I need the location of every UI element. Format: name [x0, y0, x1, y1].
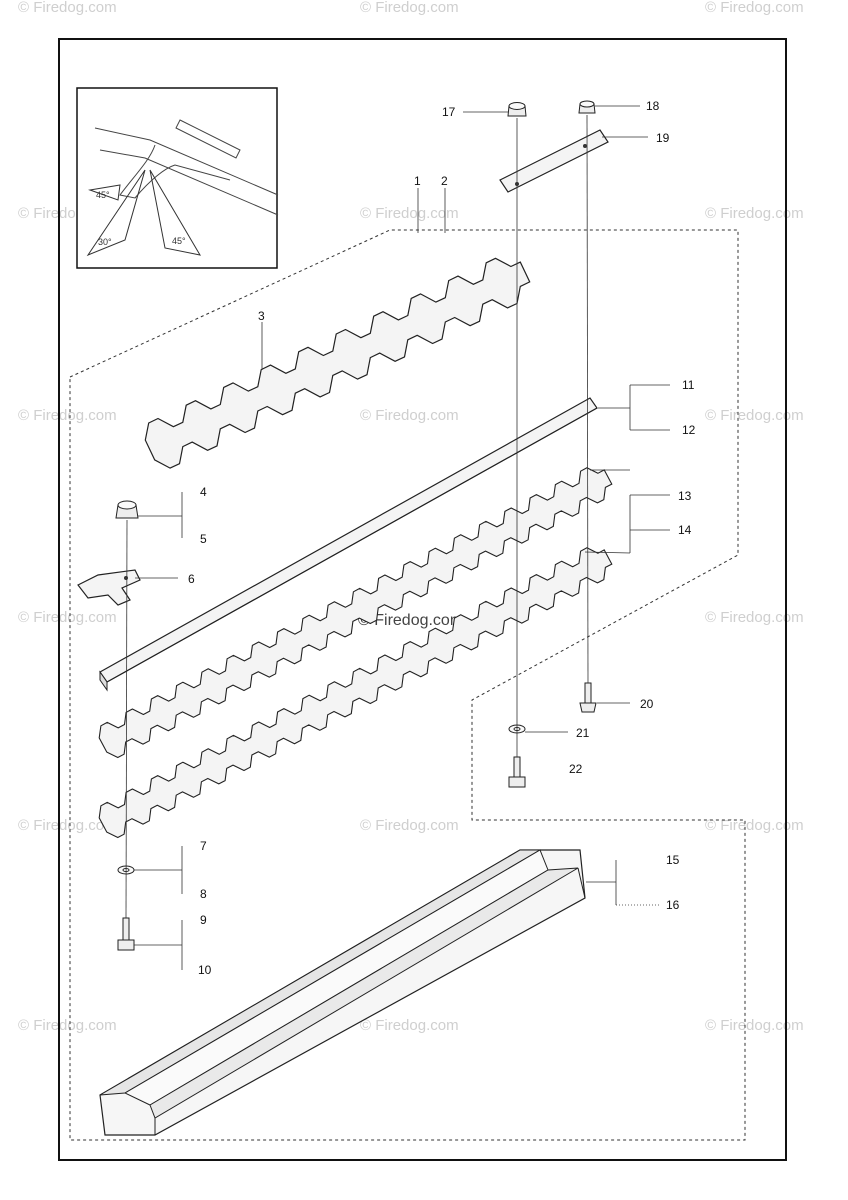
- assembly-lines: [125, 114, 589, 919]
- upper-blade: [144, 257, 531, 469]
- callout-7: 7: [200, 839, 207, 853]
- bracket: [77, 569, 141, 606]
- callout-labels: 17 18 19 1 2 3 11 12 13 14 4 5 6 7 8 9 1…: [188, 99, 696, 977]
- angle-label: 45°: [172, 236, 186, 246]
- watermark: © Firedog.com: [360, 0, 459, 16]
- callout-20: 20: [640, 697, 654, 711]
- watermark: © Firedog.com: [705, 609, 804, 626]
- angle-label: 30°: [98, 237, 112, 247]
- watermark: © Firedog.com: [360, 407, 459, 424]
- watermark: © Firedog.com: [18, 407, 117, 424]
- watermark: © Firedog.com: [360, 1017, 459, 1034]
- callout-3: 3: [258, 309, 265, 323]
- callout-21: 21: [576, 726, 590, 740]
- callout-13: 13: [678, 489, 692, 503]
- clamp-plate: [499, 129, 609, 193]
- cutting-blades: [98, 467, 613, 839]
- callout-11: 11: [682, 378, 695, 392]
- watermark: © Firedog.com: [705, 0, 804, 16]
- center-watermark: © Firedog.com: [358, 612, 463, 629]
- callout-9: 9: [200, 913, 207, 927]
- inset-detail: 45° 30° 45°: [76, 87, 279, 269]
- callout-5: 5: [200, 532, 207, 546]
- callout-18: 18: [646, 99, 660, 113]
- callout-12: 12: [682, 423, 696, 437]
- watermark: © Firedog.com: [18, 609, 117, 626]
- watermark: © Firedog.com: [18, 1017, 117, 1034]
- callout-17: 17: [442, 105, 456, 119]
- watermark: © Firedog.com: [705, 407, 804, 424]
- callout-6: 6: [188, 572, 195, 586]
- leader-lines: [134, 105, 670, 970]
- callout-14: 14: [678, 523, 692, 537]
- callout-8: 8: [200, 887, 207, 901]
- watermark: © Firedog.com: [705, 205, 804, 222]
- guide-bar: [99, 397, 598, 692]
- hardware: [115, 100, 597, 951]
- callout-1: 1: [414, 174, 421, 188]
- watermark: © Firedog.com: [18, 0, 117, 16]
- callout-2: 2: [441, 174, 448, 188]
- blade-guard: [99, 849, 586, 1136]
- angle-label: 45°: [96, 190, 110, 200]
- callout-19: 19: [656, 131, 670, 145]
- watermark: © Firedog.com: [18, 817, 117, 834]
- outer-frame: [58, 38, 787, 1161]
- callout-10: 10: [198, 963, 212, 977]
- assembly-boundary: [69, 229, 746, 1141]
- callout-15: 15: [666, 853, 680, 867]
- callout-22: 22: [569, 762, 583, 776]
- callout-16: 16: [666, 898, 680, 912]
- watermark: © Firedog.com: [360, 817, 459, 834]
- watermark: © Firedog.com: [705, 817, 804, 834]
- watermark: © Firedog.com: [360, 205, 459, 222]
- watermark: © Firedog.com: [705, 1017, 804, 1034]
- callout-4: 4: [200, 485, 207, 499]
- watermark-layer: © Firedog.com © Firedog.com © Firedog.co…: [18, 0, 804, 1034]
